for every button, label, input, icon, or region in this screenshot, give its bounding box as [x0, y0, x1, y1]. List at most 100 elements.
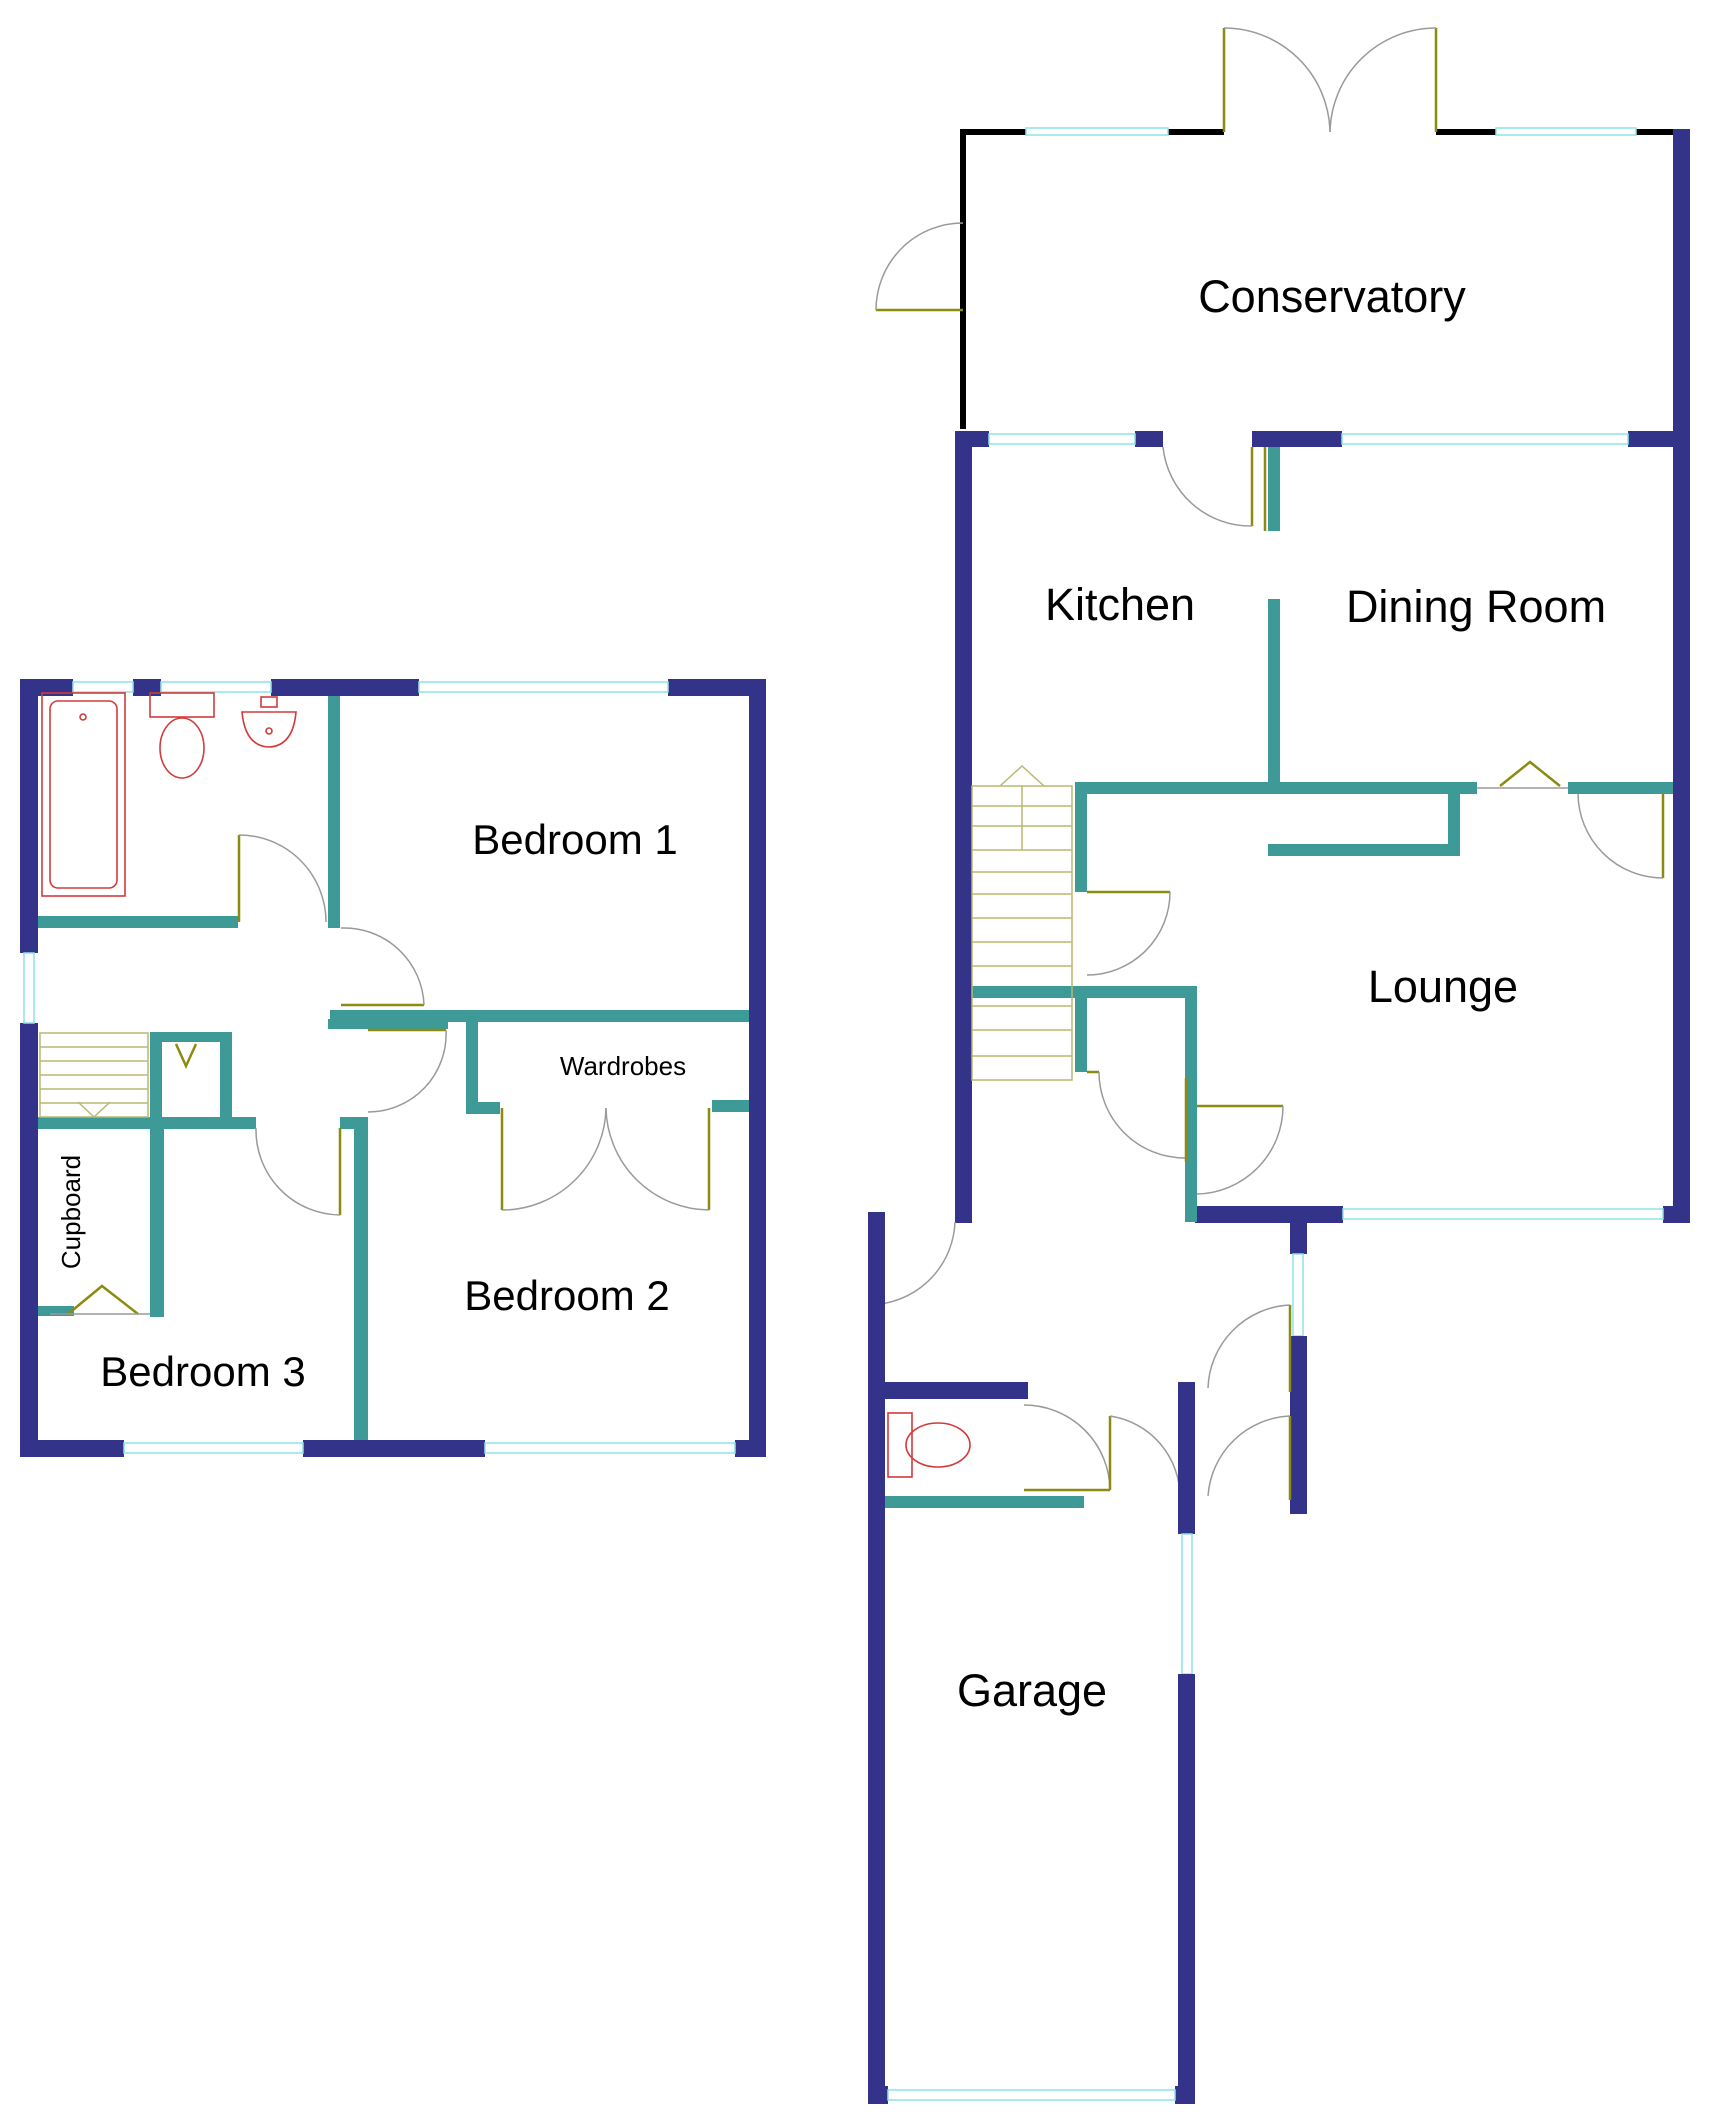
- linen-cupboard-right: [220, 1032, 232, 1128]
- stair-wall-right-upper: [1075, 782, 1087, 892]
- porch-wall-right: [1290, 1222, 1307, 1254]
- first-floor-wall-left-upper: [20, 679, 38, 953]
- bathroom-wall-right: [328, 696, 340, 928]
- porch-window: [1292, 1253, 1304, 1337]
- lounge-window: [1342, 1208, 1664, 1220]
- conservatory-window-left: [1025, 127, 1169, 136]
- cupboard-wall-right: [150, 1117, 164, 1317]
- conservatory-window-right: [1495, 127, 1637, 136]
- bathroom-wall-bottom: [38, 916, 238, 928]
- conservatory-wall-top-mid2: [1436, 129, 1496, 135]
- lounge-hall-wall: [1185, 986, 1197, 1222]
- garage-wall-bottom-left: [868, 2086, 888, 2104]
- bedroom2-door: [367, 1028, 447, 1113]
- first-floor-wall-bottom-right: [735, 1440, 766, 1457]
- first-floor-window-bed1: [418, 681, 669, 693]
- ground-floor-stairs: [971, 764, 1073, 1081]
- conservatory-wall-top-left: [960, 129, 1026, 135]
- cupboard-door: [50, 1284, 150, 1315]
- dining-window: [1341, 433, 1629, 445]
- wardrobe-wall-stub-left: [466, 1102, 500, 1114]
- kitchen-window: [988, 433, 1136, 445]
- ground-floor: Conservatory Kitchen Dining Room Lounge …: [868, 27, 1690, 2104]
- first-floor-wall-bottom-left: [20, 1440, 124, 1457]
- front-door: [878, 1218, 956, 1305]
- bedroom3-door: [255, 1127, 342, 1216]
- wardrobe-wall-left: [466, 1019, 478, 1113]
- linen-cupboard-left: [150, 1032, 162, 1128]
- first-floor-wall-top-mid2: [271, 679, 419, 696]
- first-floor: Bedroom 1 Bedroom 2 Bedroom 3 Wardrobes …: [20, 679, 766, 1457]
- first-floor-window-bath1: [72, 681, 134, 693]
- garage-wall-right-upper: [1178, 1382, 1195, 1534]
- kitchen-dining-wall-upper: [1268, 447, 1280, 531]
- garage-door-opening: [887, 2089, 1176, 2101]
- dining-hatch: [1477, 760, 1568, 789]
- hall-cupboard-top: [1268, 782, 1460, 794]
- landing-wall-stub: [328, 1019, 448, 1029]
- first-floor-window-bed3: [123, 1442, 304, 1454]
- conservatory-wall-left: [960, 129, 966, 429]
- toilet-icon: [149, 692, 215, 779]
- ground-wall-left: [955, 431, 972, 1223]
- bedroom-2-label: Bedroom 2: [464, 1272, 669, 1319]
- hall-wall-left-top: [868, 1218, 882, 1220]
- first-floor-wall-top-right: [668, 679, 766, 696]
- first-floor-stairs: [39, 1032, 149, 1119]
- conservatory-wall-top-right: [1636, 129, 1688, 135]
- stair-wall-right-lower: [1075, 986, 1087, 1072]
- conservatory-wall-top-mid: [1168, 129, 1224, 135]
- hall-cupboard-door: [1087, 1070, 1186, 1159]
- lounge-wall-bottom-left: [1195, 1206, 1343, 1223]
- wardrobes-label: Wardrobes: [560, 1051, 686, 1081]
- ground-wall-right: [1673, 431, 1690, 1223]
- bathroom-door: [237, 834, 327, 923]
- conservatory-french-doors: [1222, 27, 1438, 133]
- ground-wall-top-mid1: [1135, 431, 1163, 447]
- dining-wall-bottom-right: [1568, 782, 1673, 794]
- first-floor-wall-bottom-mid: [303, 1440, 485, 1457]
- bedroom2-wall-left: [354, 1117, 368, 1440]
- garage-wall-bottom-right: [1175, 2086, 1195, 2104]
- porch-wall-right-lower: [1290, 1336, 1307, 1514]
- garage-label: Garage: [957, 1665, 1107, 1716]
- wardrobe-wall-stub-right: [712, 1100, 749, 1112]
- first-floor-wall-right: [749, 679, 766, 1457]
- garage-wall-right-lower: [1178, 1674, 1195, 2104]
- dining-lounge-door: [1577, 793, 1665, 879]
- lounge-wall-bottom-right: [1663, 1206, 1690, 1223]
- kitchen-conservatory-door: [1162, 446, 1254, 527]
- cupboard-label: Cupboard: [56, 1155, 86, 1269]
- porch-doors: [1207, 1304, 1292, 1500]
- linen-cupboard-top: [150, 1032, 230, 1042]
- conservatory-wall-right: [1673, 129, 1690, 449]
- lounge-label: Lounge: [1368, 961, 1518, 1012]
- understairs-door: [1086, 890, 1171, 976]
- wc-wall-top: [884, 1382, 1028, 1399]
- conservatory-side-door: [875, 222, 964, 312]
- kitchen-dining-wall-lower: [1268, 599, 1280, 785]
- bed2-bed3-stub: [340, 1117, 368, 1129]
- bath-icon: [41, 692, 126, 897]
- linen-cupboard-door: [174, 1043, 198, 1070]
- first-floor-window-bath2: [160, 681, 272, 693]
- garage-wall-left: [868, 1212, 885, 2104]
- bedroom-1-label: Bedroom 1: [472, 816, 677, 863]
- first-floor-wall-top-mid1: [133, 679, 161, 696]
- conservatory-label: Conservatory: [1198, 271, 1466, 322]
- ground-wall-top-mid2: [1252, 431, 1342, 447]
- first-floor-window-bed2: [484, 1442, 736, 1454]
- kitchen-label: Kitchen: [1045, 579, 1195, 630]
- bedroom1-door: [340, 927, 425, 1007]
- hall-cupboard-right: [1448, 782, 1460, 856]
- hall-cupboard-bottom: [1268, 844, 1460, 856]
- basin-icon: [241, 696, 297, 748]
- dining-room-label: Dining Room: [1346, 581, 1606, 632]
- stair-wall-bottom: [38, 1117, 256, 1129]
- wc-wall-bottom: [884, 1496, 1084, 1508]
- wardrobe-doors: [500, 1107, 711, 1211]
- lounge-door: [1184, 1078, 1284, 1195]
- wc-door: [1023, 1404, 1181, 1499]
- first-floor-wall-left-lower: [20, 1023, 38, 1457]
